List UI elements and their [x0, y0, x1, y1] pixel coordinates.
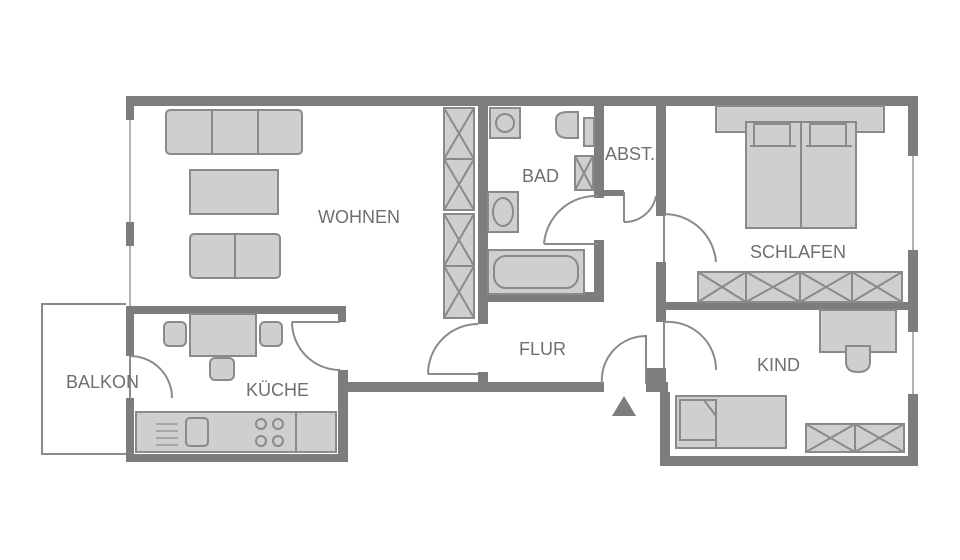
desk-chair: [845, 345, 871, 374]
bedroom-furniture: [697, 105, 903, 303]
kind-door: [663, 320, 718, 371]
toilet: [555, 111, 579, 139]
kitchen-furniture: [135, 313, 337, 453]
label-balkon: BALKON: [66, 372, 139, 392]
living-furniture: [165, 107, 475, 319]
label-bad: BAD: [522, 166, 559, 186]
balkon-door: [129, 355, 173, 399]
label-abst: ABST.: [605, 144, 655, 164]
kitchen-counter: [135, 411, 337, 453]
dining-table: [189, 313, 257, 357]
entrance-arrow-icon: [612, 396, 636, 416]
washing-machine: [489, 107, 521, 139]
label-kind: KIND: [757, 355, 800, 375]
bathtub: [487, 249, 585, 295]
bath-fixtures: [487, 107, 595, 295]
chair-bottom: [209, 357, 235, 381]
chair-right: [259, 321, 283, 347]
chair-left: [163, 321, 187, 347]
schlafen-door: [663, 212, 717, 263]
coffee-table: [189, 169, 279, 215]
label-flur: FLUR: [519, 339, 566, 359]
wohnen-door: [427, 323, 479, 375]
walls: [41, 96, 918, 466]
entrance-door: [600, 334, 647, 385]
wohnen-shelf: [443, 107, 475, 319]
doors: [129, 192, 718, 399]
label-kueche: KÜCHE: [246, 380, 309, 400]
sofa: [165, 109, 303, 155]
label-schlafen: SCHLAFEN: [750, 242, 846, 262]
label-wohnen: WOHNEN: [318, 207, 400, 227]
stove: [255, 418, 284, 447]
bad-door: [543, 194, 599, 245]
abst-door: [623, 192, 657, 224]
kueche-door: [291, 321, 341, 371]
kid-furniture: [675, 309, 905, 453]
kitchen-sink: [185, 417, 209, 447]
